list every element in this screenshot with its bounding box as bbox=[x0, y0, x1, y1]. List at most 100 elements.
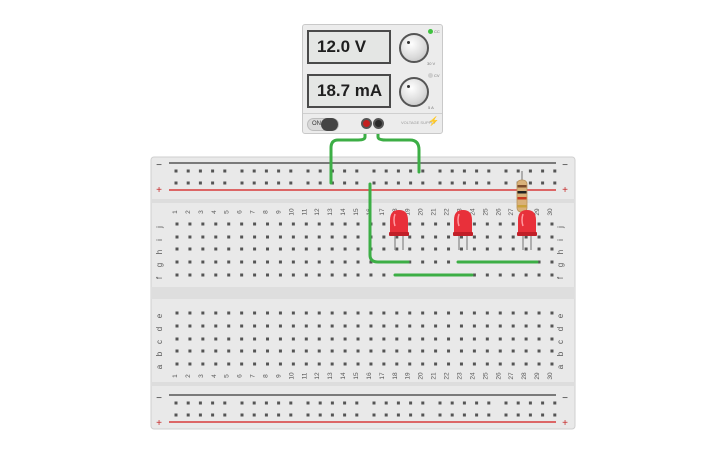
rail-hole[interactable] bbox=[396, 181, 400, 185]
terminal-hole[interactable] bbox=[356, 235, 360, 239]
terminal-hole[interactable] bbox=[537, 324, 541, 328]
rail-hole[interactable] bbox=[264, 169, 268, 173]
rail-hole[interactable] bbox=[372, 401, 376, 405]
rail-hole[interactable] bbox=[438, 401, 442, 405]
terminal-hole[interactable] bbox=[304, 349, 308, 353]
rail-hole[interactable] bbox=[450, 169, 454, 173]
terminal-hole[interactable] bbox=[343, 362, 347, 366]
terminal-hole[interactable] bbox=[188, 273, 192, 277]
current-knob[interactable] bbox=[399, 77, 429, 107]
terminal-hole[interactable] bbox=[304, 235, 308, 239]
terminal-hole[interactable] bbox=[382, 222, 386, 226]
terminal-hole[interactable] bbox=[317, 362, 321, 366]
terminal-hole[interactable] bbox=[304, 324, 308, 328]
terminal-hole[interactable] bbox=[188, 362, 192, 366]
terminal-hole[interactable] bbox=[266, 235, 270, 239]
terminal-hole[interactable] bbox=[214, 311, 218, 315]
rail-hole[interactable] bbox=[396, 413, 400, 417]
terminal-hole[interactable] bbox=[369, 324, 373, 328]
terminal-hole[interactable] bbox=[537, 337, 541, 341]
terminal-hole[interactable] bbox=[382, 273, 386, 277]
terminal-hole[interactable] bbox=[498, 337, 502, 341]
terminal-hole[interactable] bbox=[498, 247, 502, 251]
terminal-hole[interactable] bbox=[304, 337, 308, 341]
terminal-hole[interactable] bbox=[227, 337, 231, 341]
rail-hole[interactable] bbox=[541, 413, 545, 417]
terminal-hole[interactable] bbox=[408, 222, 412, 226]
terminal-hole[interactable] bbox=[434, 349, 438, 353]
rail-hole[interactable] bbox=[240, 169, 244, 173]
rail-hole[interactable] bbox=[475, 401, 479, 405]
rail-hole[interactable] bbox=[289, 401, 293, 405]
terminal-hole[interactable] bbox=[291, 247, 295, 251]
terminal-hole[interactable] bbox=[421, 235, 425, 239]
terminal-hole[interactable] bbox=[214, 260, 218, 264]
terminal-hole[interactable] bbox=[188, 260, 192, 264]
terminal-hole[interactable] bbox=[485, 247, 489, 251]
rail-hole[interactable] bbox=[396, 169, 400, 173]
rail-hole[interactable] bbox=[384, 169, 388, 173]
terminal-hole[interactable] bbox=[511, 222, 515, 226]
terminal-hole[interactable] bbox=[201, 235, 205, 239]
terminal-hole[interactable] bbox=[447, 337, 451, 341]
terminal-hole[interactable] bbox=[266, 273, 270, 277]
terminal-hole[interactable] bbox=[240, 324, 244, 328]
terminal-hole[interactable] bbox=[201, 273, 205, 277]
rail-hole[interactable] bbox=[487, 181, 491, 185]
terminal-hole[interactable] bbox=[291, 324, 295, 328]
rail-hole[interactable] bbox=[553, 413, 557, 417]
terminal-hole[interactable] bbox=[511, 349, 515, 353]
rail-hole[interactable] bbox=[541, 181, 545, 185]
terminal-hole[interactable] bbox=[253, 349, 257, 353]
rail-hole[interactable] bbox=[223, 401, 227, 405]
terminal-hole[interactable] bbox=[278, 349, 282, 353]
terminal-hole[interactable] bbox=[472, 247, 476, 251]
terminal-hole[interactable] bbox=[459, 349, 463, 353]
terminal-hole[interactable] bbox=[317, 311, 321, 315]
rail-hole[interactable] bbox=[372, 413, 376, 417]
rail-hole[interactable] bbox=[240, 401, 244, 405]
terminal-hole[interactable] bbox=[201, 349, 205, 353]
terminal-hole[interactable] bbox=[227, 235, 231, 239]
terminal-hole[interactable] bbox=[550, 222, 554, 226]
rail-hole[interactable] bbox=[277, 169, 281, 173]
rail-hole[interactable] bbox=[174, 169, 178, 173]
terminal-hole[interactable] bbox=[485, 362, 489, 366]
terminal-hole[interactable] bbox=[266, 247, 270, 251]
terminal-hole[interactable] bbox=[188, 337, 192, 341]
terminal-hole[interactable] bbox=[408, 235, 412, 239]
terminal-hole[interactable] bbox=[317, 349, 321, 353]
rail-hole[interactable] bbox=[277, 413, 281, 417]
rail-hole[interactable] bbox=[553, 401, 557, 405]
terminal-hole[interactable] bbox=[317, 337, 321, 341]
rail-hole[interactable] bbox=[355, 181, 359, 185]
rail-hole[interactable] bbox=[355, 169, 359, 173]
terminal-hole[interactable] bbox=[214, 222, 218, 226]
terminal-hole[interactable] bbox=[278, 247, 282, 251]
terminal-hole[interactable] bbox=[317, 247, 321, 251]
terminal-hole[interactable] bbox=[550, 324, 554, 328]
terminal-hole[interactable] bbox=[266, 362, 270, 366]
terminal-hole[interactable] bbox=[498, 324, 502, 328]
terminal-hole[interactable] bbox=[214, 247, 218, 251]
rail-hole[interactable] bbox=[438, 413, 442, 417]
rail-hole[interactable] bbox=[240, 181, 244, 185]
rail-hole[interactable] bbox=[450, 181, 454, 185]
terminal-hole[interactable] bbox=[266, 349, 270, 353]
rail-hole[interactable] bbox=[198, 169, 202, 173]
terminal-hole[interactable] bbox=[356, 324, 360, 328]
terminal-hole[interactable] bbox=[395, 337, 399, 341]
terminal-hole[interactable] bbox=[291, 362, 295, 366]
terminal-hole[interactable] bbox=[434, 260, 438, 264]
terminal-hole[interactable] bbox=[278, 362, 282, 366]
rail-hole[interactable] bbox=[343, 401, 347, 405]
terminal-hole[interactable] bbox=[434, 362, 438, 366]
rail-hole[interactable] bbox=[462, 401, 466, 405]
terminal-hole[interactable] bbox=[214, 324, 218, 328]
terminal-hole[interactable] bbox=[421, 349, 425, 353]
terminal-hole[interactable] bbox=[304, 273, 308, 277]
terminal-hole[interactable] bbox=[175, 235, 179, 239]
terminal-hole[interactable] bbox=[472, 349, 476, 353]
terminal-hole[interactable] bbox=[369, 349, 373, 353]
